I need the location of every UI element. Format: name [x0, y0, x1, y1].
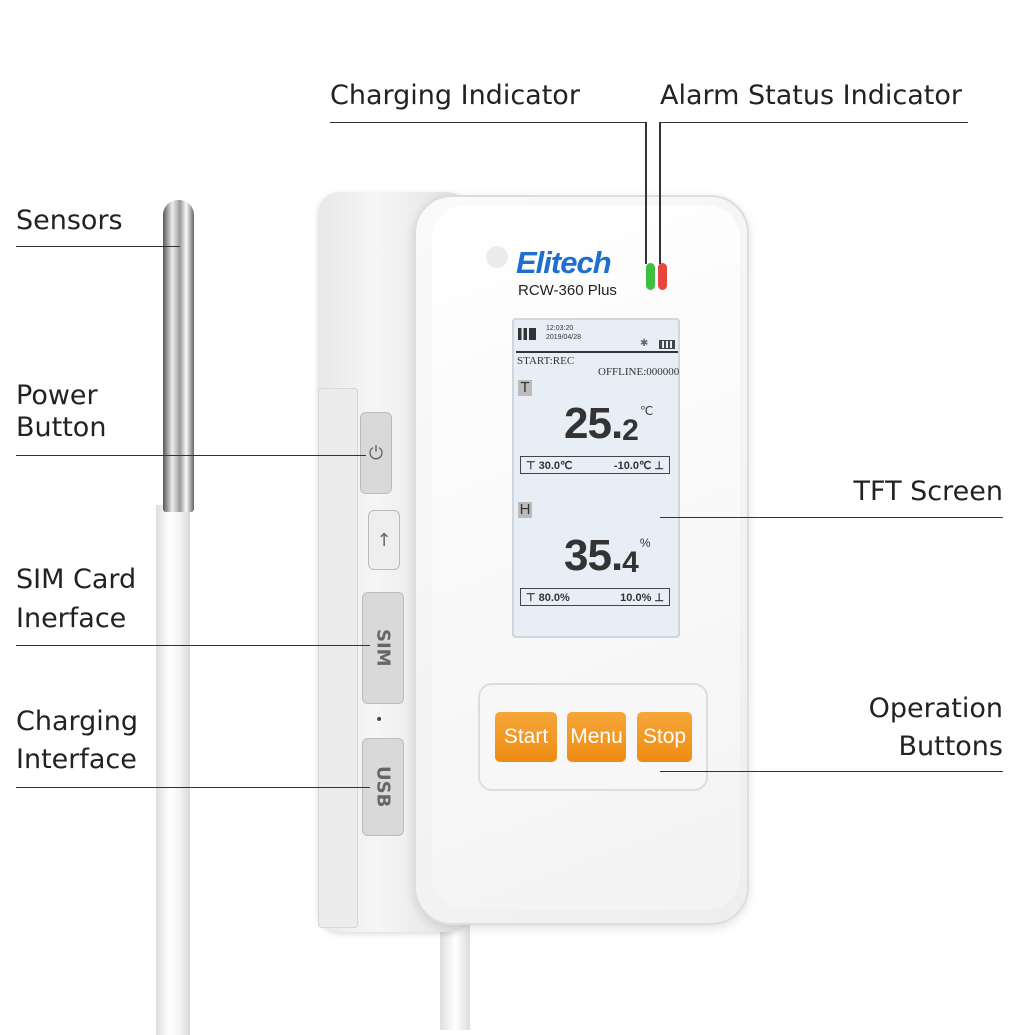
humidity-unit: %: [639, 536, 651, 550]
record-status: START:REC: [517, 355, 575, 367]
sim-eject-slot[interactable]: ↑: [368, 510, 400, 570]
menu-button[interactable]: Menu: [567, 712, 626, 762]
temperature-sensor-probe: [163, 200, 194, 512]
power-button[interactable]: ⏻: [360, 412, 392, 494]
screen-divider: [516, 351, 678, 353]
label-sim-card: Inerface: [16, 603, 127, 634]
temperature-unit: ℃: [639, 404, 654, 418]
temp-low-limit: -10.0℃: [613, 459, 652, 472]
leader-line: [659, 122, 661, 264]
label-charging-interface: Charging: [16, 706, 139, 737]
humidity-limits: ⊤ 80.0%10.0% ⊥: [520, 588, 670, 606]
temperature-value: 25.2℃: [564, 399, 654, 448]
label-operation-buttons: Buttons: [898, 731, 1003, 762]
model-name: RCW-360 Plus: [518, 282, 617, 299]
leader-line: [660, 122, 968, 123]
leader-line: [330, 122, 646, 123]
bluetooth-icon: ✱: [640, 338, 649, 349]
offline-count: OFFLINE:000000: [598, 366, 680, 378]
stop-button[interactable]: Stop: [637, 712, 692, 762]
alarm-indicator-led: [658, 263, 667, 290]
leader-line: [660, 517, 1003, 518]
screen-date: 2019/04/28: [546, 334, 582, 341]
charging-indicator-led: [646, 263, 655, 290]
humidity-value: 35.4%: [564, 531, 651, 580]
leader-line: [645, 122, 647, 264]
screen-time: 12:03:20: [546, 325, 574, 332]
sim-card-slot[interactable]: SIM: [362, 592, 404, 704]
leader-line: [16, 455, 366, 456]
arrow-up-icon: ↑: [376, 529, 392, 551]
hum-high-limit: 80.0%: [538, 591, 570, 604]
label-sim-card: SIM Card: [16, 564, 137, 595]
sim-label: SIM: [372, 629, 394, 667]
label-sensors: Sensors: [16, 205, 123, 236]
label-power-button: Power: [16, 380, 98, 411]
brand-logo: Elitech: [516, 245, 612, 280]
sensor-cable: [156, 505, 190, 1035]
signal-icon: [518, 328, 536, 340]
power-icon: ⏻: [368, 442, 384, 464]
usb-label: USB: [372, 766, 394, 808]
tft-screen: 12:03:20 2019/04/28 ✱ START:REC OFFLINE:…: [512, 318, 680, 638]
humidity-label: H: [518, 501, 532, 518]
label-operation-buttons: Operation: [868, 693, 1003, 724]
label-charging-indicator: Charging Indicator: [330, 80, 580, 111]
temperature-limits: ⊤ 30.0℃-10.0℃ ⊥: [520, 456, 670, 474]
leader-line: [16, 645, 370, 646]
hum-low-limit: 10.0%: [620, 591, 652, 604]
temp-high-limit: 30.0℃: [538, 459, 573, 472]
device-cable: [440, 920, 470, 1030]
temperature-label: T: [518, 380, 532, 396]
leader-line: [16, 787, 370, 788]
port-divider-dot: •: [375, 712, 384, 728]
leader-line: [16, 246, 180, 247]
label-charging-interface: Interface: [16, 744, 137, 775]
start-button[interactable]: Start: [495, 712, 557, 762]
label-power-button: Button: [16, 412, 107, 443]
mounting-clip: [318, 388, 358, 928]
leader-line: [660, 771, 1003, 772]
battery-icon: [659, 340, 675, 349]
label-tft-screen: TFT Screen: [853, 476, 1003, 507]
label-alarm-status-indicator: Alarm Status Indicator: [660, 80, 962, 111]
light-sensor: [486, 246, 508, 268]
